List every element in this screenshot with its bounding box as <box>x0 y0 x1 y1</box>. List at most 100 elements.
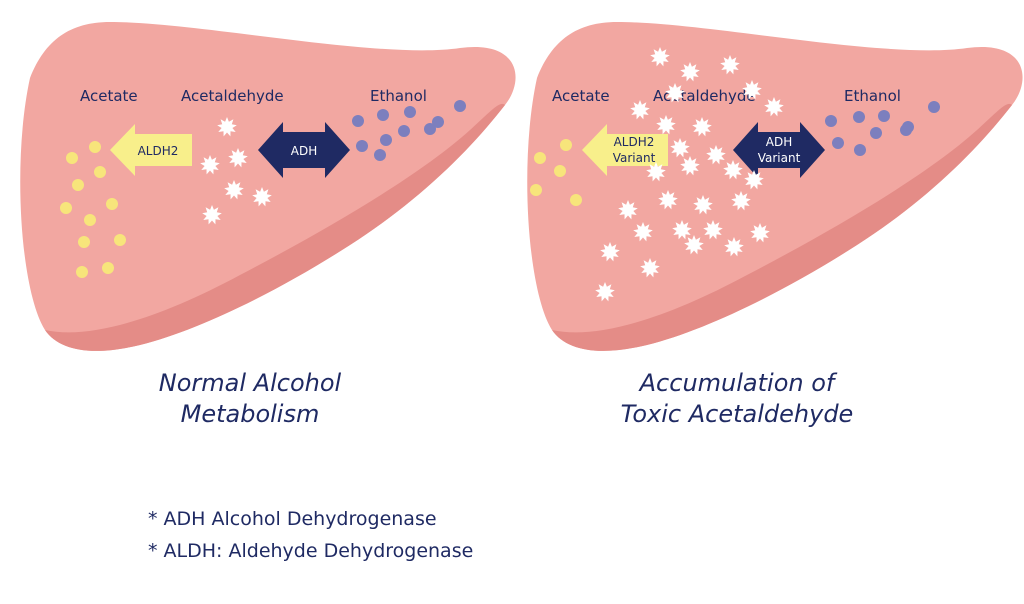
acetaldehyde-stars-right <box>595 47 784 302</box>
acetate-dot <box>76 266 88 278</box>
ethanol-label-right: Ethanol <box>844 87 901 105</box>
acetaldehyde-star <box>658 190 678 210</box>
acetate-dot <box>66 152 78 164</box>
acetaldehyde-star <box>680 62 700 82</box>
ethanol-dot <box>878 110 890 122</box>
adh-variant-label-line2: Variant <box>758 151 801 165</box>
acetaldehyde-star <box>656 115 676 135</box>
adh-variant-label-line1: ADH <box>766 135 792 149</box>
aldh2-variant-arrow-right: ALDH2 Variant <box>582 124 668 176</box>
ethanol-dot <box>854 144 866 156</box>
acetate-dot <box>530 184 542 196</box>
aldh2-variant-label-line2: Variant <box>613 151 656 165</box>
acetate-dot <box>102 262 114 274</box>
aldh2-arrow-left: ALDH2 <box>110 124 192 176</box>
acetate-dot <box>72 179 84 191</box>
acetate-dot <box>78 236 90 248</box>
legend-aldh: * ALDH: Aldehyde Dehydrogenase <box>148 540 474 562</box>
acetate-dots-left <box>60 141 126 278</box>
acetaldehyde-star <box>723 160 743 180</box>
adh-variant-arrow-right: ADH Variant <box>733 122 825 178</box>
ethanol-dot <box>356 140 368 152</box>
adh-arrow-left: ADH <box>258 122 350 178</box>
acetaldehyde-star <box>724 237 744 257</box>
acetaldehyde-star <box>252 187 272 207</box>
ethanol-dot <box>432 116 444 128</box>
acetaldehyde-star <box>731 191 751 211</box>
liver-left <box>20 22 516 351</box>
legend-adh: * ADH Alcohol Dehydrogenase <box>148 508 437 530</box>
acetaldehyde-star <box>600 242 620 262</box>
acetaldehyde-star <box>672 220 692 240</box>
acetate-dot <box>89 141 101 153</box>
ethanol-dot <box>928 101 940 113</box>
ethanol-dot <box>377 109 389 121</box>
ethanol-dot <box>853 111 865 123</box>
acetaldehyde-star <box>200 155 220 175</box>
caption-right-line2: Toxic Acetaldehyde <box>620 400 854 428</box>
ethanol-dots-left <box>352 100 466 161</box>
acetaldehyde-star <box>618 200 638 220</box>
acetaldehyde-star <box>684 235 704 255</box>
ethanol-dot <box>870 127 882 139</box>
acetaldehyde-star <box>720 55 740 75</box>
ethanol-dot <box>424 123 436 135</box>
acetate-dot <box>560 139 572 151</box>
acetaldehyde-star <box>670 138 690 158</box>
ethanol-dot <box>380 134 392 146</box>
liver-right <box>527 22 1023 351</box>
acetate-dot <box>570 194 582 206</box>
acetaldehyde-star <box>665 83 685 103</box>
ethanol-dot <box>404 106 416 118</box>
acetate-dot <box>84 214 96 226</box>
acetaldehyde-star <box>764 97 784 117</box>
acetate-label-right: Acetate <box>552 87 610 105</box>
acetate-dot <box>60 202 72 214</box>
acetate-dot <box>534 152 546 164</box>
acetaldehyde-label-left: Acetaldehyde <box>181 87 284 105</box>
acetate-dot <box>114 234 126 246</box>
ethanol-dot <box>454 100 466 112</box>
acetaldehyde-star <box>692 117 712 137</box>
ethanol-dot <box>374 149 386 161</box>
caption-right: Accumulation of Toxic Acetaldehyde <box>547 368 927 430</box>
acetaldehyde-stars-left <box>200 117 272 225</box>
acetaldehyde-star <box>703 220 723 240</box>
acetaldehyde-star <box>680 156 700 176</box>
adh-arrow-left-label: ADH <box>291 144 317 158</box>
ethanol-dot <box>832 137 844 149</box>
ethanol-dot <box>398 125 410 137</box>
acetaldehyde-star <box>646 162 666 182</box>
acetaldehyde-star <box>750 223 770 243</box>
acetate-label-left: Acetate <box>80 87 138 105</box>
ethanol-dots-right <box>825 101 940 156</box>
acetaldehyde-star <box>706 145 726 165</box>
caption-right-line1: Accumulation of <box>639 369 835 397</box>
ethanol-label-left: Ethanol <box>370 87 427 105</box>
acetate-dot <box>554 165 566 177</box>
acetaldehyde-star <box>630 100 650 120</box>
caption-left: Normal Alcohol Metabolism <box>60 368 440 430</box>
ethanol-dot <box>352 115 364 127</box>
acetaldehyde-star <box>595 282 615 302</box>
acetate-dot <box>106 198 118 210</box>
acetate-dots-right <box>530 139 582 206</box>
aldh2-variant-label-line1: ALDH2 <box>614 135 655 149</box>
aldh2-arrow-left-label: ALDH2 <box>138 144 179 158</box>
ethanol-dot <box>900 124 912 136</box>
caption-left-line1: Normal Alcohol <box>158 369 342 397</box>
caption-left-line2: Metabolism <box>180 400 320 428</box>
acetaldehyde-star <box>202 205 222 225</box>
acetaldehyde-star <box>228 148 248 168</box>
acetaldehyde-star <box>633 222 653 242</box>
acetaldehyde-star <box>640 258 660 278</box>
acetaldehyde-star <box>650 47 670 67</box>
acetaldehyde-star <box>742 80 762 100</box>
acetaldehyde-star <box>217 117 237 137</box>
ethanol-dot <box>825 115 837 127</box>
acetaldehyde-star <box>693 195 713 215</box>
acetaldehyde-star <box>224 180 244 200</box>
acetate-dot <box>94 166 106 178</box>
acetaldehyde-star <box>744 170 764 190</box>
